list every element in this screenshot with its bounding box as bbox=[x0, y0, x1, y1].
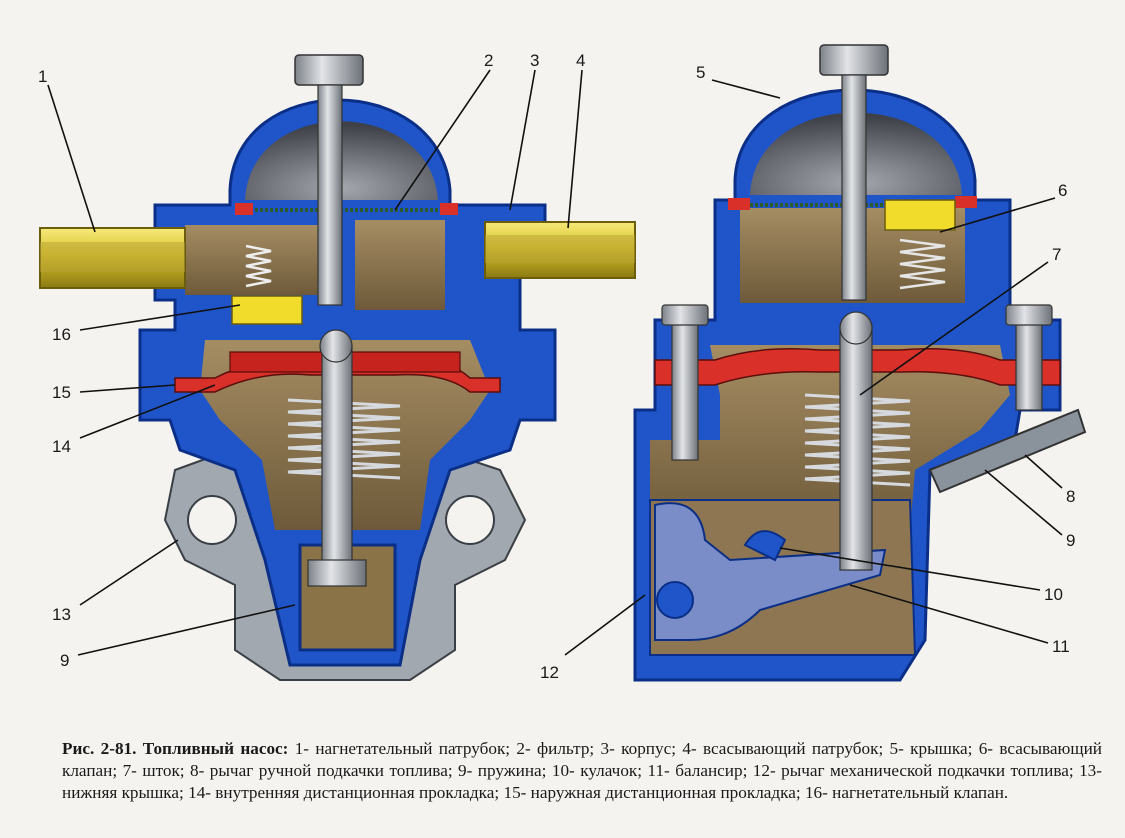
callout-9-right: 9 bbox=[1066, 531, 1075, 550]
callout-2: 2 bbox=[484, 51, 493, 70]
mechanical-lever bbox=[654, 502, 887, 641]
side-bolt-right-head bbox=[1005, 304, 1053, 326]
mount-hole-left bbox=[187, 495, 237, 545]
valve-spring bbox=[245, 244, 272, 288]
diaphragm-chamber-right bbox=[650, 345, 1010, 530]
callout-7: 7 bbox=[1052, 245, 1061, 264]
callout-3: 3 bbox=[530, 51, 539, 70]
filter-seal-right bbox=[440, 203, 458, 215]
lever-pivot bbox=[656, 581, 694, 619]
figure-caption: Рис. 2-81. Топливный насос: 1- нагнетате… bbox=[62, 738, 1102, 804]
top-bolt-head bbox=[294, 54, 364, 86]
caption-lead: Рис. 2-81. Топливный насос: bbox=[62, 739, 289, 758]
rod-cap bbox=[319, 329, 353, 363]
filter-seal-right-b bbox=[955, 196, 977, 208]
callout-10: 10 bbox=[1044, 585, 1063, 604]
suction-valve-spring bbox=[899, 238, 946, 290]
callout-4: 4 bbox=[576, 51, 585, 70]
upper-chamber-right bbox=[355, 220, 445, 310]
pushrod-right bbox=[839, 324, 873, 571]
callout-16: 16 bbox=[52, 325, 71, 344]
side-bolt-left bbox=[671, 309, 699, 461]
right-pump-section bbox=[633, 44, 1087, 682]
suction-valve bbox=[884, 199, 956, 231]
hand-priming-lever bbox=[928, 408, 1087, 494]
mount-hole-right bbox=[445, 495, 495, 545]
top-bolt-shaft-right bbox=[841, 74, 867, 301]
callout-1: 1 bbox=[38, 67, 47, 86]
caption-text: 1- нагнетательный патрубок; 2- фильтр; 3… bbox=[62, 739, 1102, 802]
discharge-valve bbox=[231, 295, 303, 325]
fuel-pump-diagram: 1 2 3 4 5 6 7 8 9 10 11 12 13 9 14 15 16 bbox=[38, 44, 1087, 682]
side-bolt-left-head bbox=[661, 304, 709, 326]
callout-14: 14 bbox=[52, 437, 71, 456]
pushrod-left bbox=[321, 344, 353, 566]
cam bbox=[743, 530, 787, 562]
callout-11: 11 bbox=[1052, 637, 1070, 656]
filter-seal-right-a bbox=[728, 198, 750, 210]
inlet-tube bbox=[484, 221, 636, 279]
outlet-tube bbox=[39, 227, 186, 289]
leader-lines bbox=[47, 69, 1063, 656]
callout-9-left: 9 bbox=[60, 651, 69, 670]
callout-15: 15 bbox=[52, 383, 71, 402]
top-bolt-head-right bbox=[819, 44, 889, 76]
callout-6: 6 bbox=[1058, 181, 1067, 200]
callout-numbers: 1 2 3 4 5 6 7 8 9 10 11 12 13 9 14 15 16 bbox=[38, 51, 1075, 682]
top-bolt-shaft bbox=[317, 84, 343, 306]
callout-12: 12 bbox=[540, 663, 559, 682]
left-pump-section bbox=[39, 54, 636, 681]
callout-5: 5 bbox=[696, 63, 705, 82]
pushrod-head bbox=[307, 559, 367, 587]
rod-cap-right bbox=[839, 311, 873, 345]
callout-13: 13 bbox=[52, 605, 71, 624]
filter-seal-left bbox=[235, 203, 253, 215]
upper-chamber-left bbox=[185, 225, 320, 295]
callout-8: 8 bbox=[1066, 487, 1075, 506]
